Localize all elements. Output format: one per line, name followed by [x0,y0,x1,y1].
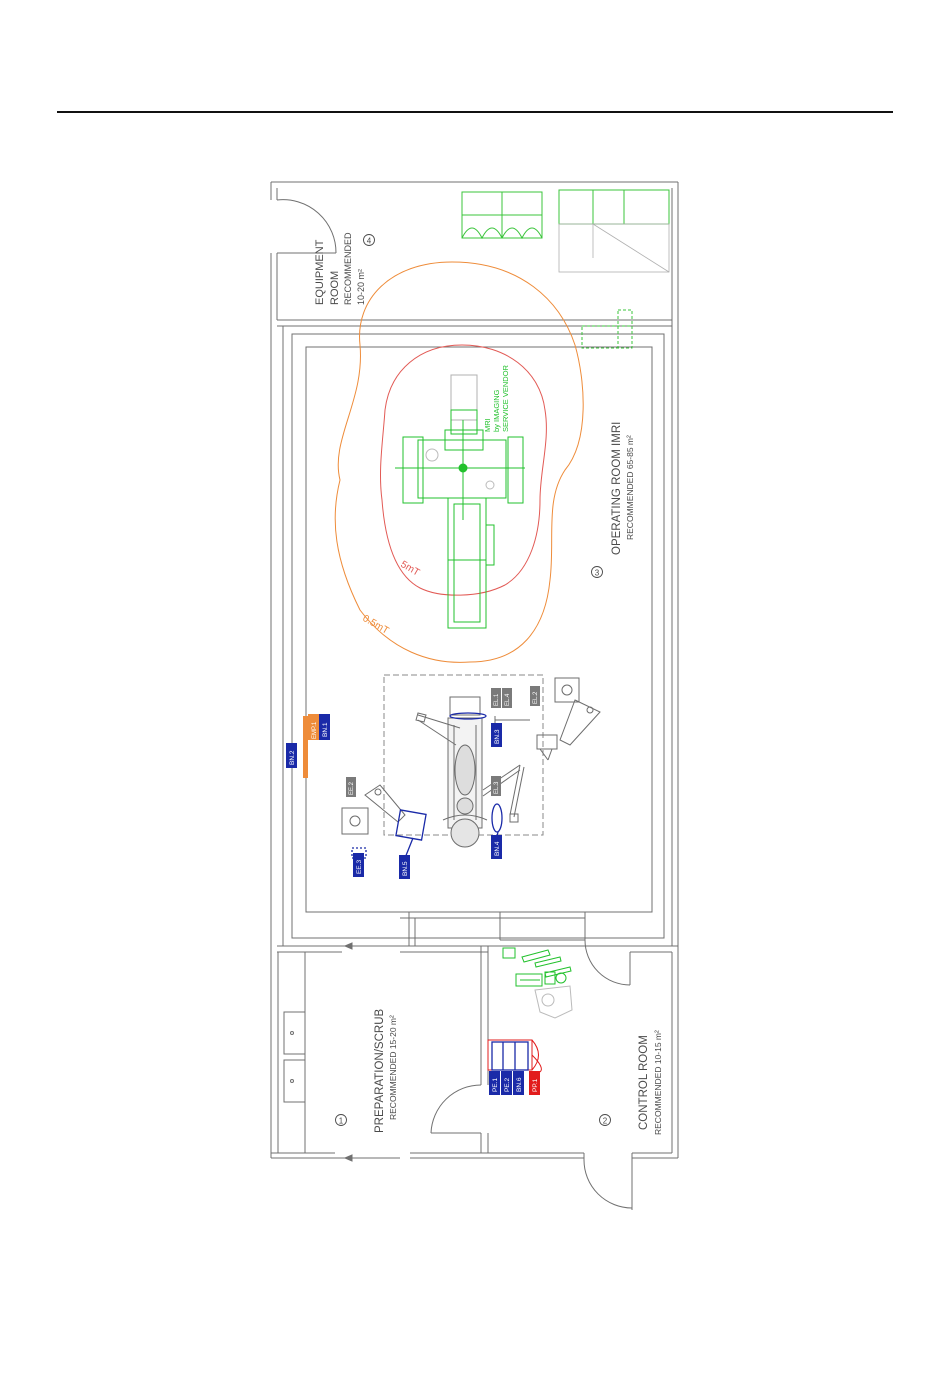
svg-text:EL.3: EL.3 [494,781,500,794]
tag-bn1: BN.1 [319,714,330,740]
svg-text:EMP.1: EMP.1 [312,721,318,739]
control-room-chair [535,986,572,1018]
svg-text:10-20 m²: 10-20 m² [356,269,366,305]
svg-text:PREPARATION/SCRUB: PREPARATION/SCRUB [374,1008,386,1133]
tag-ee2: EE.2 [346,777,356,797]
svg-text:PP.1: PP.1 [532,1078,539,1092]
svg-text:PE.2: PE.2 [504,1078,511,1092]
svg-text:BN.6: BN.6 [516,1077,523,1092]
tag-bn4: BN.4 [491,835,502,859]
svg-text:RECOMMENDED 10-15 m²: RECOMMENDED 10-15 m² [653,1030,663,1135]
doors [277,200,632,1208]
tag-bn2: BN.2 [286,743,297,768]
svg-text:BN.1: BN.1 [322,722,329,737]
field-line-0.5mt [335,262,583,662]
svg-text:EL.1: EL.1 [494,693,500,706]
field-label-5mt: 5mT [399,559,422,579]
svg-text:4: 4 [367,237,372,246]
svg-text:SERVICE VENDOR: SERVICE VENDOR [501,364,510,432]
equipment-cabinets [462,190,669,238]
svg-text:EE.3: EE.3 [356,860,363,874]
tag-emp: EMP.1 [308,714,319,740]
tag-pp1: PP.1 [529,1071,540,1095]
svg-text:RECOMMENDED 65-85 m²: RECOMMENDED 65-85 m² [625,435,635,540]
tag-ee3: EE.3 [353,853,364,877]
svg-text:CONTROL ROOM: CONTROL ROOM [638,1035,650,1130]
walls [271,182,678,1210]
tag-el4: EL.4 [502,688,512,708]
tag-pe2: PE.2 [501,1071,512,1095]
tag-el3: EL.3 [491,776,501,796]
svg-text:2: 2 [603,1117,608,1126]
tag-bn3: BN.3 [491,723,502,747]
equipment-cabinet-outline [559,224,669,272]
svg-text:1: 1 [339,1117,344,1126]
room-label-prep: PREPARATION/SCRUB RECOMMENDED 15-20 m² 1 [336,1008,399,1133]
svg-text:MRI: MRI [483,418,492,432]
svg-text:RECOMMENDED: RECOMMENDED [343,232,353,305]
svg-text:BN.3: BN.3 [494,729,501,744]
room-label-operating: OPERATING ROOM IMRI RECOMMENDED 65-85 m²… [592,422,636,578]
svg-text:EQUIPMENT: EQUIPMENT [314,239,326,305]
tag-bn6: BN.6 [513,1071,524,1095]
svg-text:EL.4: EL.4 [505,693,511,706]
control-room-equipment [503,948,571,986]
svg-text:BN.5: BN.5 [402,861,409,876]
tag-el1: EL.1 [491,688,501,708]
svg-text:BN.4: BN.4 [494,841,501,856]
wall-penetration [582,310,632,348]
svg-text:3: 3 [595,569,600,578]
svg-text:EL.2: EL.2 [533,691,539,704]
field-label-0.5mt: 0.5mT [361,613,391,637]
room-label-control: CONTROL ROOM RECOMMENDED 10-15 m² 2 [600,1030,664,1135]
svg-text:PE.1: PE.1 [492,1078,499,1092]
mri-label: MRI by IMAGING SERVICE VENDOR [483,364,510,432]
svg-text:OPERATING ROOM IMRI: OPERATING ROOM IMRI [611,422,623,555]
svg-text:EE.2: EE.2 [349,781,355,795]
control-room-blue-cabinet [492,1042,528,1070]
tag-pe1: PE.1 [489,1071,500,1095]
tag-el2: EL.2 [530,686,540,706]
tag-bn5: BN.5 [399,855,410,879]
svg-text:ROOM: ROOM [329,271,341,305]
svg-text:BN.2: BN.2 [289,750,296,765]
room-label-equipment: EQUIPMENT ROOM RECOMMENDED 10-20 m² 4 [314,232,375,305]
svg-text:RECOMMENDED 15-20 m²: RECOMMENDED 15-20 m² [388,1015,398,1120]
svg-text:by IMAGING: by IMAGING [492,389,501,432]
wall-panel-orange [303,716,308,778]
scrub-sinks [284,1012,305,1102]
